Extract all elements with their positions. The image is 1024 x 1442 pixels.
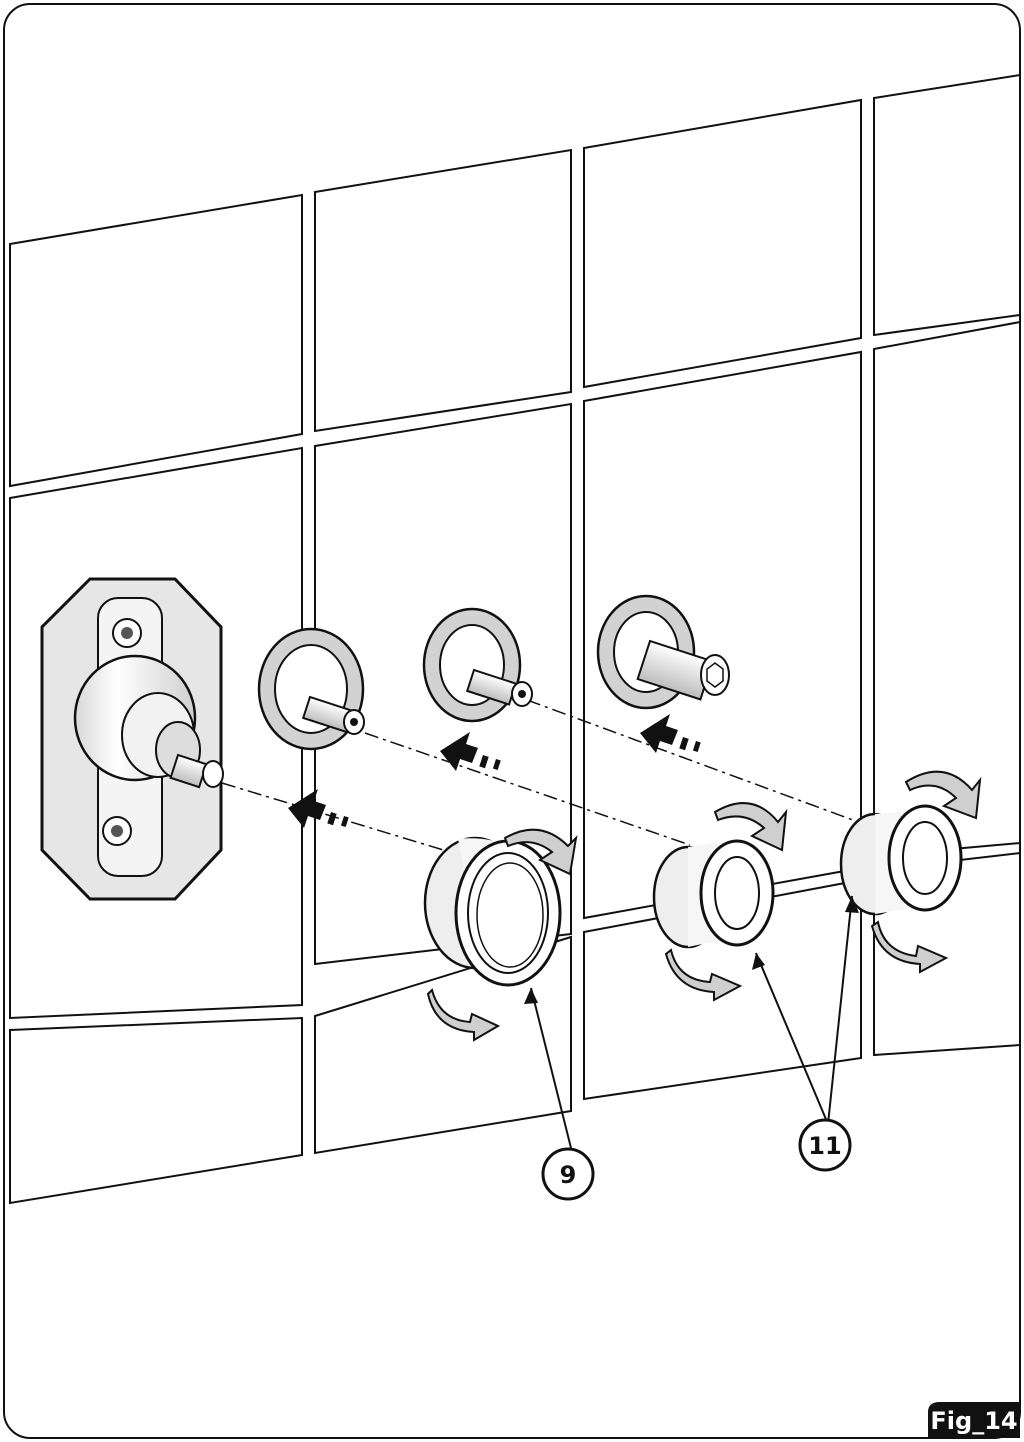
- diverter-spindle-3: [596, 594, 730, 710]
- figure-label-badge: Fig_14: [928, 1402, 1020, 1438]
- tile: [9, 1016, 303, 1205]
- diverter-spindle-2: [422, 607, 533, 723]
- alignment-lines: [221, 699, 881, 856]
- mounting-screw-top: [112, 618, 142, 648]
- leader-arrowhead: [524, 988, 538, 1004]
- sleeve-part-11-b: [839, 804, 963, 916]
- valve-spindle: [202, 760, 224, 788]
- callout-11-label: 11: [808, 1132, 841, 1160]
- rotate-arrow-icon: [503, 828, 578, 876]
- mounting-screw-bottom: [102, 816, 132, 846]
- tile: [583, 98, 862, 389]
- leader-arrowhead: [845, 896, 859, 913]
- insertion-arrow-icon: [640, 714, 701, 753]
- rotate-arrow-icon: [904, 770, 982, 820]
- leader-arrowhead: [752, 953, 765, 970]
- diverter-spindle-1: [257, 627, 365, 751]
- rotate-arrow-icon: [664, 948, 743, 1002]
- leader-lines: [530, 895, 853, 1149]
- insertion-arrow-icon: [288, 789, 349, 828]
- callout-9: 9: [541, 1147, 595, 1201]
- tile: [873, 320, 1021, 858]
- callout-11: 11: [798, 1118, 852, 1172]
- mixer-valve-body: [40, 577, 224, 901]
- rotate-arrow-icon: [426, 988, 501, 1042]
- insertion-arrow-icon: [440, 732, 501, 771]
- sleeve-part-11-a: [652, 839, 775, 949]
- rotate-arrow-icon: [713, 802, 788, 852]
- tile: [314, 148, 572, 433]
- rotate-arrow-icon: [870, 920, 949, 974]
- tile: [9, 193, 303, 488]
- figure-label: Fig_14: [930, 1407, 1017, 1435]
- sleeve-part-9: [423, 836, 562, 987]
- callout-9-label: 9: [560, 1161, 577, 1189]
- tile: [873, 73, 1021, 337]
